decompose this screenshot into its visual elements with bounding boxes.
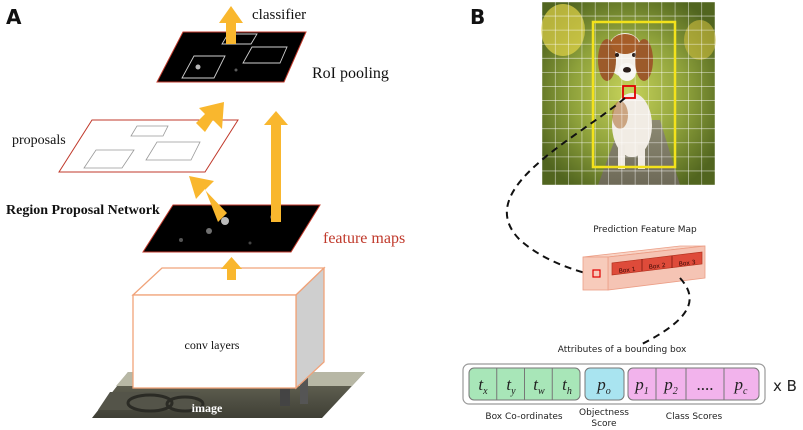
proposals-label: proposals xyxy=(12,133,66,148)
term-tx: tx xyxy=(478,375,488,397)
proposals-plane xyxy=(58,119,239,173)
dashed-connector-top xyxy=(505,97,626,276)
roi-pooling-plane xyxy=(156,31,307,83)
dashed-connector-bottom xyxy=(639,277,691,346)
conv-layers-box xyxy=(131,266,326,390)
box-coordinates-group xyxy=(468,367,581,401)
term-pc: pc xyxy=(734,375,749,397)
box-coordinates-caption: Box Co-ordinates xyxy=(485,412,563,422)
arrow-features-to-proposals xyxy=(189,176,227,222)
box-3-label: Box 3 xyxy=(678,259,696,268)
class-scores-caption: Class Scores xyxy=(666,412,723,422)
roi-pooling-label: RoI pooling xyxy=(312,65,389,82)
dog-photo xyxy=(541,2,716,185)
arrow-roi-to-classifier xyxy=(219,6,243,44)
classifier-label: classifier xyxy=(252,7,306,23)
term-tw: tw xyxy=(533,375,545,397)
term-ellipsis: .... xyxy=(697,375,714,394)
objectness-caption-line1: Objectness xyxy=(579,408,629,418)
term-th: th xyxy=(562,375,572,397)
panel-b-label: B xyxy=(470,5,485,29)
ground-truth-box xyxy=(591,20,677,169)
term-p2: p2 xyxy=(663,375,678,397)
objectness-caption-line2: Score xyxy=(591,419,617,429)
feature-maps-plane xyxy=(142,204,321,253)
box-1-label: Box 1 xyxy=(618,266,636,275)
conv-layers-label: conv layers xyxy=(185,338,240,352)
multiplier-label: x B xyxy=(773,377,797,395)
grid-overlay xyxy=(541,1,716,186)
term-po: po xyxy=(596,375,611,397)
arrow-conv-to-features xyxy=(221,257,242,280)
term-ty: ty xyxy=(506,375,516,397)
panel-a-label: A xyxy=(6,5,22,29)
center-cell xyxy=(622,85,636,99)
arrow-features-to-roi xyxy=(264,111,288,222)
box-2-label: Box 2 xyxy=(648,262,666,271)
class-scores-group xyxy=(627,367,760,401)
term-p1: p1 xyxy=(634,375,649,397)
feature-maps-label: feature maps xyxy=(323,230,405,247)
arrow-proposals-to-roi xyxy=(196,102,224,132)
prediction-feature-map-label: Prediction Feature Map xyxy=(593,225,697,235)
attributes-title: Attributes of a bounding box xyxy=(558,345,687,355)
prediction-feature-map xyxy=(582,245,706,291)
objectness-cell xyxy=(584,367,625,401)
rpn-label: Region Proposal Network xyxy=(6,203,160,218)
image-label: image xyxy=(192,401,223,415)
